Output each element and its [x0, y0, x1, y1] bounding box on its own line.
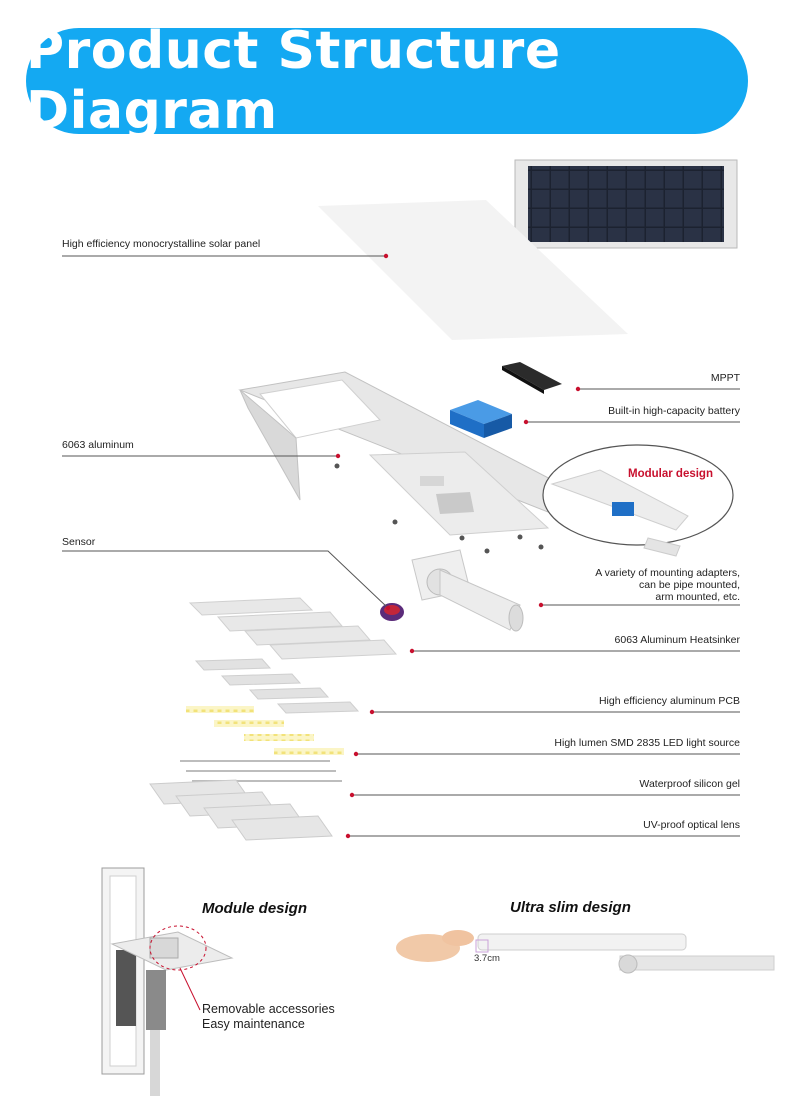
modular-design-label: Modular design — [628, 468, 713, 480]
heatsinker-image — [188, 597, 398, 660]
title-banner: Product Structure Diagram — [26, 21, 748, 141]
label-mounting-line-1: A variety of mounting adapters, — [595, 567, 740, 579]
leader-lines — [62, 255, 740, 837]
sensor-image — [380, 603, 404, 621]
label-lens: UV-proof optical lens — [643, 819, 740, 831]
slim-dimension: 3.7cm — [474, 953, 500, 964]
mounting-adapter-image — [411, 549, 524, 632]
module-design-title: Module design — [202, 900, 307, 917]
label-gel: Waterproof silicon gel — [639, 778, 740, 790]
module-design-note-1: Removable accessories — [202, 1002, 335, 1016]
label-aluminum: 6063 aluminum — [62, 439, 134, 451]
label-mounting-line-3: arm mounted, etc. — [655, 591, 740, 603]
label-mppt: MPPT — [711, 372, 741, 384]
label-solar-panel: High efficiency monocrystalline solar pa… — [62, 238, 260, 250]
label-heatsinker: 6063 Aluminum Heatsinker — [615, 634, 741, 646]
battery-image — [450, 400, 512, 438]
screws-image — [334, 463, 544, 554]
leader-dots — [335, 253, 581, 839]
label-pcb: High efficiency aluminum PCB — [599, 695, 740, 707]
mppt-image — [502, 362, 562, 394]
module-design-image — [101, 867, 234, 1096]
aluminum-frame-image — [238, 371, 561, 536]
solar-panel-image — [514, 159, 738, 249]
label-sensor: Sensor — [62, 536, 96, 548]
label-led: High lumen SMD 2835 LED light source — [554, 737, 740, 749]
led-strips-image — [186, 706, 344, 755]
modular-design-bubble — [542, 444, 734, 557]
silicon-gel-image — [180, 760, 342, 782]
label-mounting-line-2: can be pipe mounted, — [639, 579, 740, 591]
label-battery: Built-in high-capacity battery — [608, 405, 741, 417]
page-title: Product Structure Diagram — [26, 21, 561, 141]
pcb-image — [194, 658, 360, 714]
ultra-slim-title: Ultra slim design — [510, 899, 631, 916]
module-design-note-2: Easy maintenance — [202, 1017, 305, 1031]
panel-layer-image — [318, 200, 628, 340]
ultra-slim-image — [396, 930, 775, 974]
optical-lens-image — [149, 779, 333, 841]
